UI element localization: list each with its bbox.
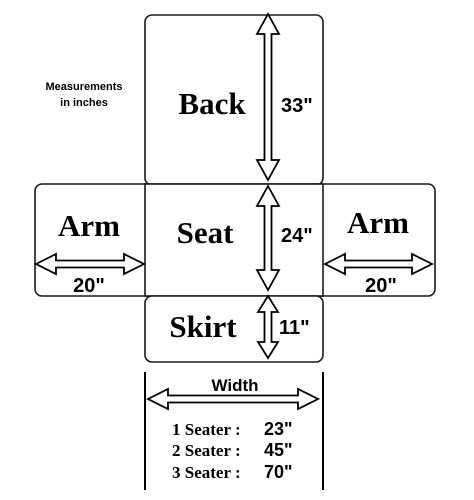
seat-dimension: 24"	[281, 225, 313, 247]
back-dimension: 33"	[281, 95, 313, 117]
skirt-label: Skirt	[169, 309, 237, 344]
back-height-arrow	[255, 12, 281, 182]
width-row-1-label: 1 Seater :	[172, 420, 241, 439]
arm-right-label: Arm	[347, 205, 409, 240]
width-arrow	[145, 387, 321, 411]
width-row-2-label: 2 Seater :	[172, 441, 241, 460]
width-row-2: 2 Seater : 45"	[172, 440, 293, 460]
seat-height-arrow	[255, 184, 281, 292]
width-row-1-value: 23"	[264, 419, 293, 439]
width-row-3-value: 70"	[264, 462, 293, 482]
arm-right-dimension: 20"	[365, 275, 397, 297]
arm-left-dimension: 20"	[73, 275, 105, 297]
width-row-1: 1 Seater : 23"	[172, 419, 293, 439]
skirt-height-arrow	[256, 294, 280, 360]
width-heading: Width	[211, 376, 258, 395]
arm-left-width-arrow	[33, 252, 147, 276]
back-label: Back	[178, 86, 246, 121]
width-row-3: 3 Seater : 70"	[172, 462, 293, 482]
arm-right-width-arrow	[322, 252, 435, 276]
skirt-dimension: 11"	[279, 317, 310, 339]
measurements-note-line2: in inches	[60, 97, 108, 109]
width-row-2-value: 45"	[264, 440, 293, 460]
seat-label: Seat	[177, 215, 235, 250]
arm-left-label: Arm	[58, 208, 120, 243]
measurements-note-line1: Measurements	[45, 81, 122, 93]
width-row-3-label: 3 Seater :	[172, 463, 241, 482]
